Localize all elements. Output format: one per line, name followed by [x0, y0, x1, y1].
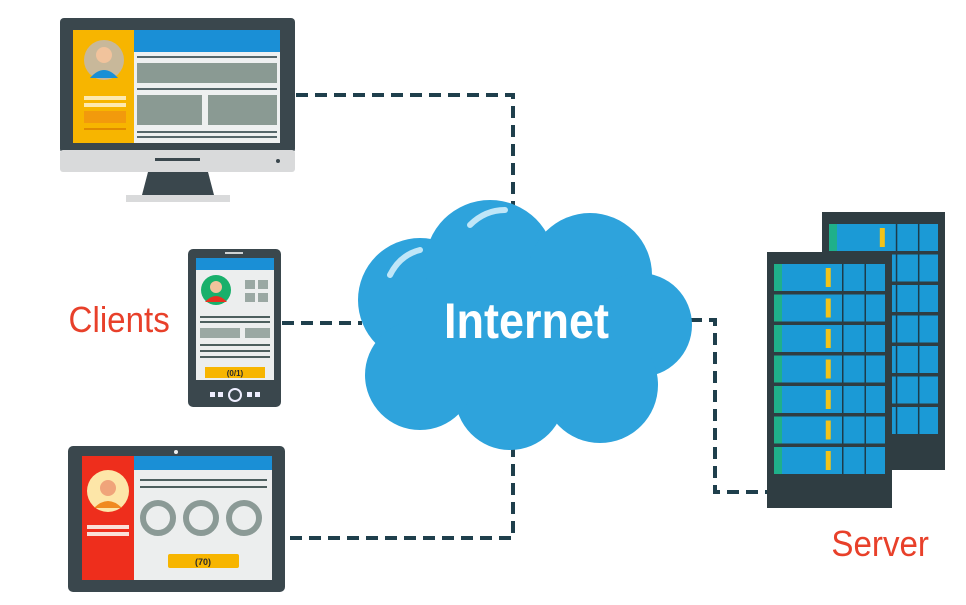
- smartphone: (0/1): [188, 249, 281, 407]
- phone-button-label: (0/1): [227, 369, 244, 378]
- home-button-icon: [228, 388, 242, 402]
- connector-server: [690, 318, 768, 494]
- server-label: Server: [831, 525, 929, 565]
- desktop-monitor: [60, 18, 295, 202]
- connector-monitor: [296, 93, 515, 205]
- internet-label: Internet: [444, 294, 609, 350]
- server-racks: [767, 212, 945, 508]
- internet-cloud: [358, 200, 692, 450]
- connector-tablet: [290, 448, 515, 540]
- phone-button[interactable]: [205, 367, 265, 378]
- tablet-button[interactable]: [168, 554, 239, 568]
- clients-label: Clients: [69, 301, 170, 341]
- tablet: (70): [68, 446, 285, 592]
- connectors: [282, 93, 768, 540]
- tablet-button-label: (70): [195, 557, 211, 567]
- progress-rings: [140, 500, 262, 536]
